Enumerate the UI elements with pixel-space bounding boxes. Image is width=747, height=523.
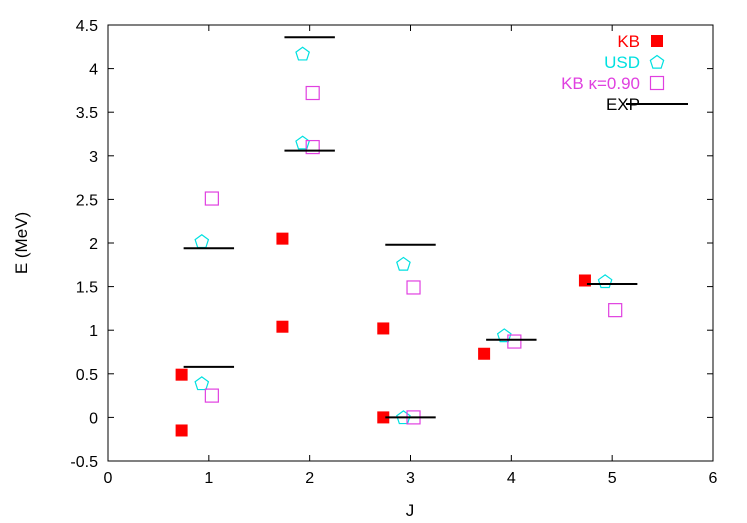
legend-swatch: [651, 35, 663, 47]
x-axis-title: J: [406, 501, 415, 520]
y-tick-label: -0.5: [70, 454, 98, 471]
x-tick-label: 0: [104, 470, 113, 487]
legend-label: EXP: [606, 95, 640, 114]
legend-swatch: [649, 75, 665, 91]
data-point: [377, 322, 390, 335]
y-tick-label: 0.5: [76, 367, 98, 384]
y-tick-label: 3: [89, 149, 98, 166]
data-point: [194, 376, 210, 391]
x-tick-label: 3: [406, 470, 415, 487]
data-point: [608, 303, 623, 318]
data-point: [295, 135, 310, 150]
data-point: [276, 320, 289, 333]
axis-ticks: [107, 24, 714, 462]
y-tick-label: 1: [89, 323, 98, 340]
data-point: [597, 274, 613, 289]
legend-swatch: [649, 54, 665, 69]
data-point: [496, 328, 512, 343]
data-point: [175, 424, 188, 437]
data-point: [305, 139, 320, 155]
data-marks: [175, 36, 638, 437]
legend-label: KB: [617, 32, 640, 51]
legend-label: USD: [604, 53, 640, 72]
data-point: [507, 334, 522, 349]
series-2: [204, 85, 623, 425]
y-tick-label: 4.5: [76, 18, 98, 35]
y-tick-label: 4: [89, 62, 98, 79]
x-tick-label: 6: [709, 470, 718, 487]
data-point: [204, 191, 219, 206]
y-axis-title: E (MeV): [12, 212, 31, 274]
data-point: [478, 347, 491, 360]
data-point: [377, 411, 390, 424]
tick-labels: 0 1 2 3 4 5 6 -0.5 0 0.5 1 1.5 2 2.5 3 3.5 4 4.5: [70, 18, 717, 487]
y-tick-label: 3.5: [76, 105, 98, 122]
x-tick-label: 1: [204, 470, 213, 487]
data-point: [396, 410, 411, 425]
data-point: [204, 388, 219, 403]
x-tick-label: 2: [305, 470, 314, 487]
x-tick-label: 5: [608, 470, 617, 487]
data-point: [276, 232, 289, 245]
y-tick-label: 1.5: [76, 280, 98, 297]
data-point: [396, 256, 411, 271]
x-tick-label: 4: [507, 470, 516, 487]
series-3: [183, 36, 638, 419]
legend-label: KB κ=0.90: [561, 74, 640, 93]
y-tick-label: 2.5: [76, 192, 98, 209]
data-point: [305, 85, 320, 101]
data-point: [194, 234, 210, 249]
series-0: [175, 232, 591, 437]
data-point: [175, 368, 188, 381]
data-point: [295, 46, 310, 61]
y-tick-label: 2: [89, 236, 98, 253]
y-tick-label: 0: [89, 410, 98, 427]
data-point: [406, 280, 421, 295]
series-1: [194, 46, 613, 425]
